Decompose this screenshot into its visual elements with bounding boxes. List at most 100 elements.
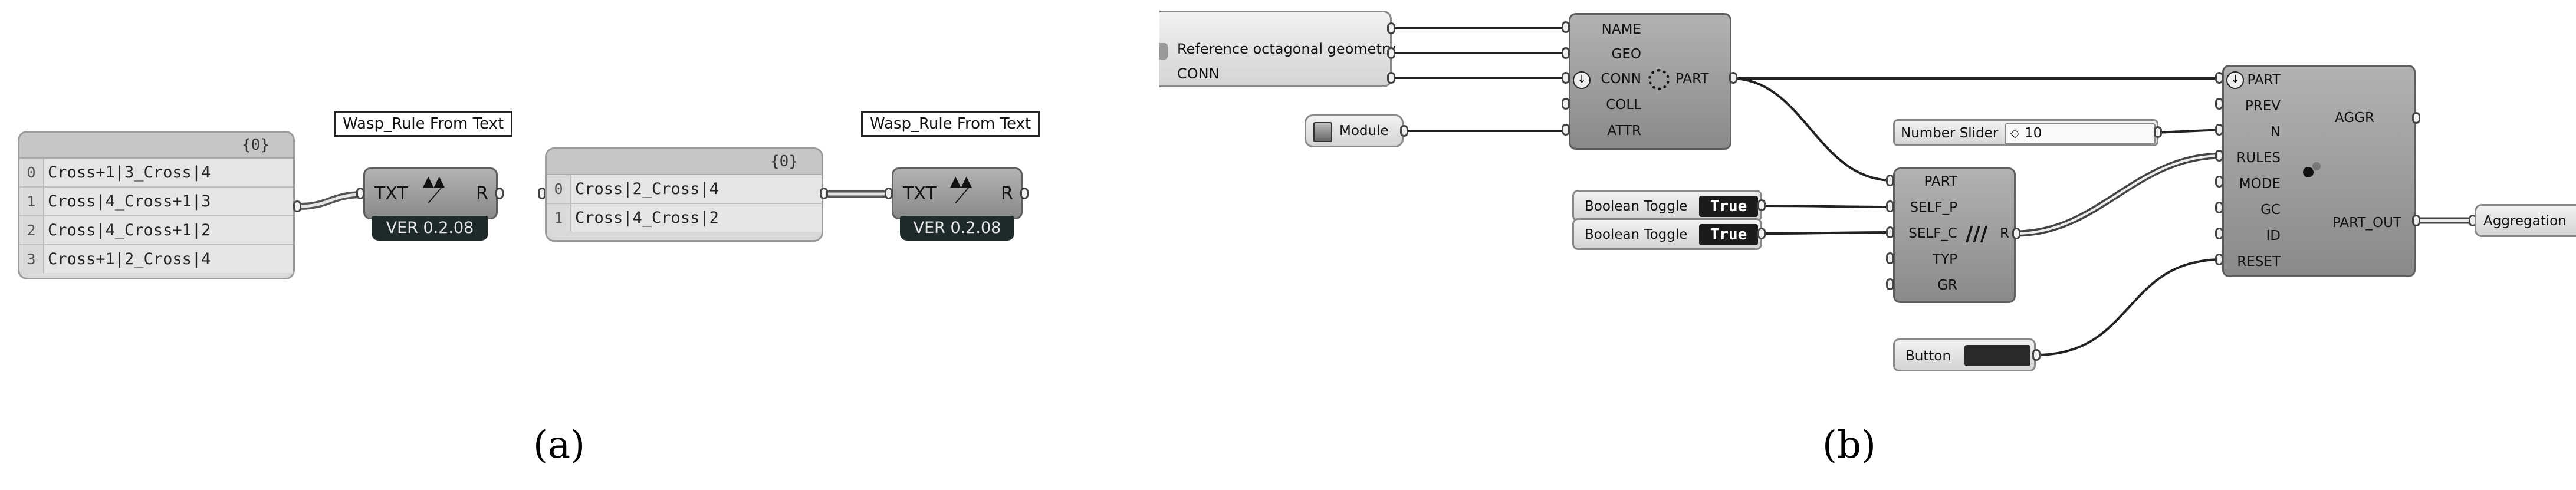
component-tooltip: Wasp_Rule From Text [861,111,1040,137]
boolean-toggle-1[interactable]: Boolean Toggle True [1572,190,1762,222]
wasp-slash-icon: ⟋ [428,185,442,208]
toggle2-output-port[interactable] [1757,228,1766,239]
rules-in-port-3[interactable] [1886,252,1894,264]
ref-output-port-2[interactable] [1387,47,1395,59]
part-in-port-1[interactable] [1562,47,1570,59]
aggregation-dots-icon [2303,167,2314,177]
wasp-rule-component-2[interactable]: TXT ▲▲ ⟋ R [892,167,1023,219]
panel2-output-port[interactable] [820,188,828,199]
list-item[interactable]: 1 Cross|4_Cross+1|3 [19,188,293,216]
boolean-toggle-2[interactable]: Boolean Toggle True [1572,218,1762,250]
aggr-in-port-7[interactable] [2215,254,2223,265]
button-label: Button [1905,348,1951,364]
list-item[interactable]: 1 Cross|4_Cross|2 [547,204,822,232]
flatten-icon: ↓ [2226,71,2244,89]
input-typ: TYP [1933,252,1957,267]
input-n: N [2270,124,2281,140]
output-r: R [2000,226,2009,241]
wire-part-rules [1730,77,1894,182]
row-text: Cross|4_Cross|2 [570,204,822,232]
input-conn: CONN [1601,71,1641,87]
panel-header: {0} [19,133,293,159]
toggle-label: Boolean Toggle [1585,199,1688,214]
wasp-rule-component-1[interactable]: TXT ▲▲ ⟋ R [363,167,498,219]
ref-output-port-3[interactable] [1387,72,1395,84]
rules-in-port-4[interactable] [1886,278,1894,290]
aggr-out-port-aggr[interactable] [2412,112,2420,124]
output-aggr: AGGR [2335,110,2374,126]
rules-in-port-2[interactable] [1886,226,1894,238]
row-text: Cross|4_Cross+1|2 [43,216,293,244]
aggr-in-port-6[interactable] [2215,228,2223,239]
part-octagon-icon [1648,69,1670,90]
list-item[interactable]: 2 Cross|4_Cross+1|2 [19,216,293,245]
row-index: 2 [27,222,36,239]
list-item[interactable]: 0 Cross|2_Cross|4 [547,175,822,204]
rules-from-self-component[interactable]: PART SELF_P SELF_C TYP GR /​/​/ R [1893,167,2016,303]
aggr-in-port-4[interactable] [2215,176,2223,188]
panel-header: {0} [547,149,822,175]
module-parameter[interactable]: Module [1305,114,1404,147]
list-item[interactable]: 3 Cross+1|2_Cross|4 [19,245,293,273]
toggle1-output-port[interactable] [1757,199,1766,211]
flatten-icon: ↓ [1573,71,1591,89]
aggr-out-port-part-out[interactable] [2412,215,2420,226]
wire-toggle2 [1759,231,1894,235]
part-in-port-2[interactable] [1562,72,1570,84]
part-out-port[interactable] [1729,72,1737,84]
slider-knob-icon[interactable]: ◇ [2010,126,2020,140]
version-badge: VER 0.2.08 [372,216,488,241]
input-port[interactable] [885,188,893,199]
rules-in-port-0[interactable] [1886,175,1894,186]
ref-output-port-1[interactable] [1387,22,1395,34]
output-part: PART [1675,71,1709,87]
output-r: R [476,183,488,204]
aggregation-component[interactable]: ↓ PART PREV N RULES MODE GC ID RESET AGG… [2222,65,2416,277]
wire-slider-n [2155,129,2223,134]
input-geo: GEO [1611,47,1641,62]
aggr-in-port-1[interactable] [2215,98,2223,110]
part-component[interactable]: NAME GEO CONN COLL ATTR ↓ PART [1569,13,1731,150]
module-output-port[interactable] [1400,125,1408,137]
module-label: Module [1339,123,1389,139]
input-port[interactable] [356,188,364,199]
row-text: Cross+1|3_Cross|4 [43,159,293,186]
number-slider[interactable]: Number Slider ◇ 10 [1893,119,2158,146]
aggregation-parameter[interactable]: Aggregation [2475,204,2576,237]
part-in-port-3[interactable] [1562,98,1570,110]
list-panel-2[interactable]: {0} 0 Cross|2_Cross|4 1 Cross|4_Cross|2 [545,147,823,242]
toggle-value[interactable]: True [1699,224,1758,245]
list-item[interactable]: 0 Cross+1|3_Cross|4 [19,159,293,188]
output-port[interactable] [495,188,504,199]
panel1-output-port[interactable] [293,200,301,212]
wasp-slash-icon: ⟋ [955,185,969,208]
rules-in-port-1[interactable] [1886,200,1894,212]
button-face[interactable] [1964,345,2030,366]
reference-geometry-panel[interactable]: Reference octagonal geometry CONN [1159,11,1396,87]
input-rules: RULES [2236,150,2281,166]
slider-output-port[interactable] [2154,126,2162,138]
output-port[interactable] [1020,188,1029,199]
panel-line-2: CONN [1177,65,1220,82]
button-output-port[interactable] [2032,349,2041,361]
version-badge: VER 0.2.08 [900,216,1014,241]
rules-slash-icon: /​/​/ [1966,222,1988,246]
list-panel-1[interactable]: {0} 0 Cross+1|3_Cross|4 1 Cross|4_Cross+… [18,131,295,279]
aggregation-label: Aggregation [2483,213,2567,229]
part-in-port-0[interactable] [1562,21,1570,33]
toggle-value[interactable]: True [1699,196,1758,217]
row-text: Cross|2_Cross|4 [570,175,822,203]
aggr-in-port-3[interactable] [2215,150,2223,162]
slider-label: Number Slider [1901,126,1999,141]
output-part-out: PART_OUT [2332,215,2401,231]
row-index: 0 [554,180,563,198]
aggr-in-port-0[interactable] [2215,72,2223,84]
part-in-port-4[interactable] [1562,124,1570,136]
aggr-in-port-5[interactable] [2215,202,2223,213]
panel-line-1: Reference octagonal geometry [1177,41,1396,57]
rules-out-port[interactable] [2012,228,2020,239]
panel-handle-icon [1159,43,1168,60]
aggr-in-port-2[interactable] [2215,124,2223,136]
toggle-label: Boolean Toggle [1585,227,1688,242]
button-component[interactable]: Button [1893,338,2036,371]
